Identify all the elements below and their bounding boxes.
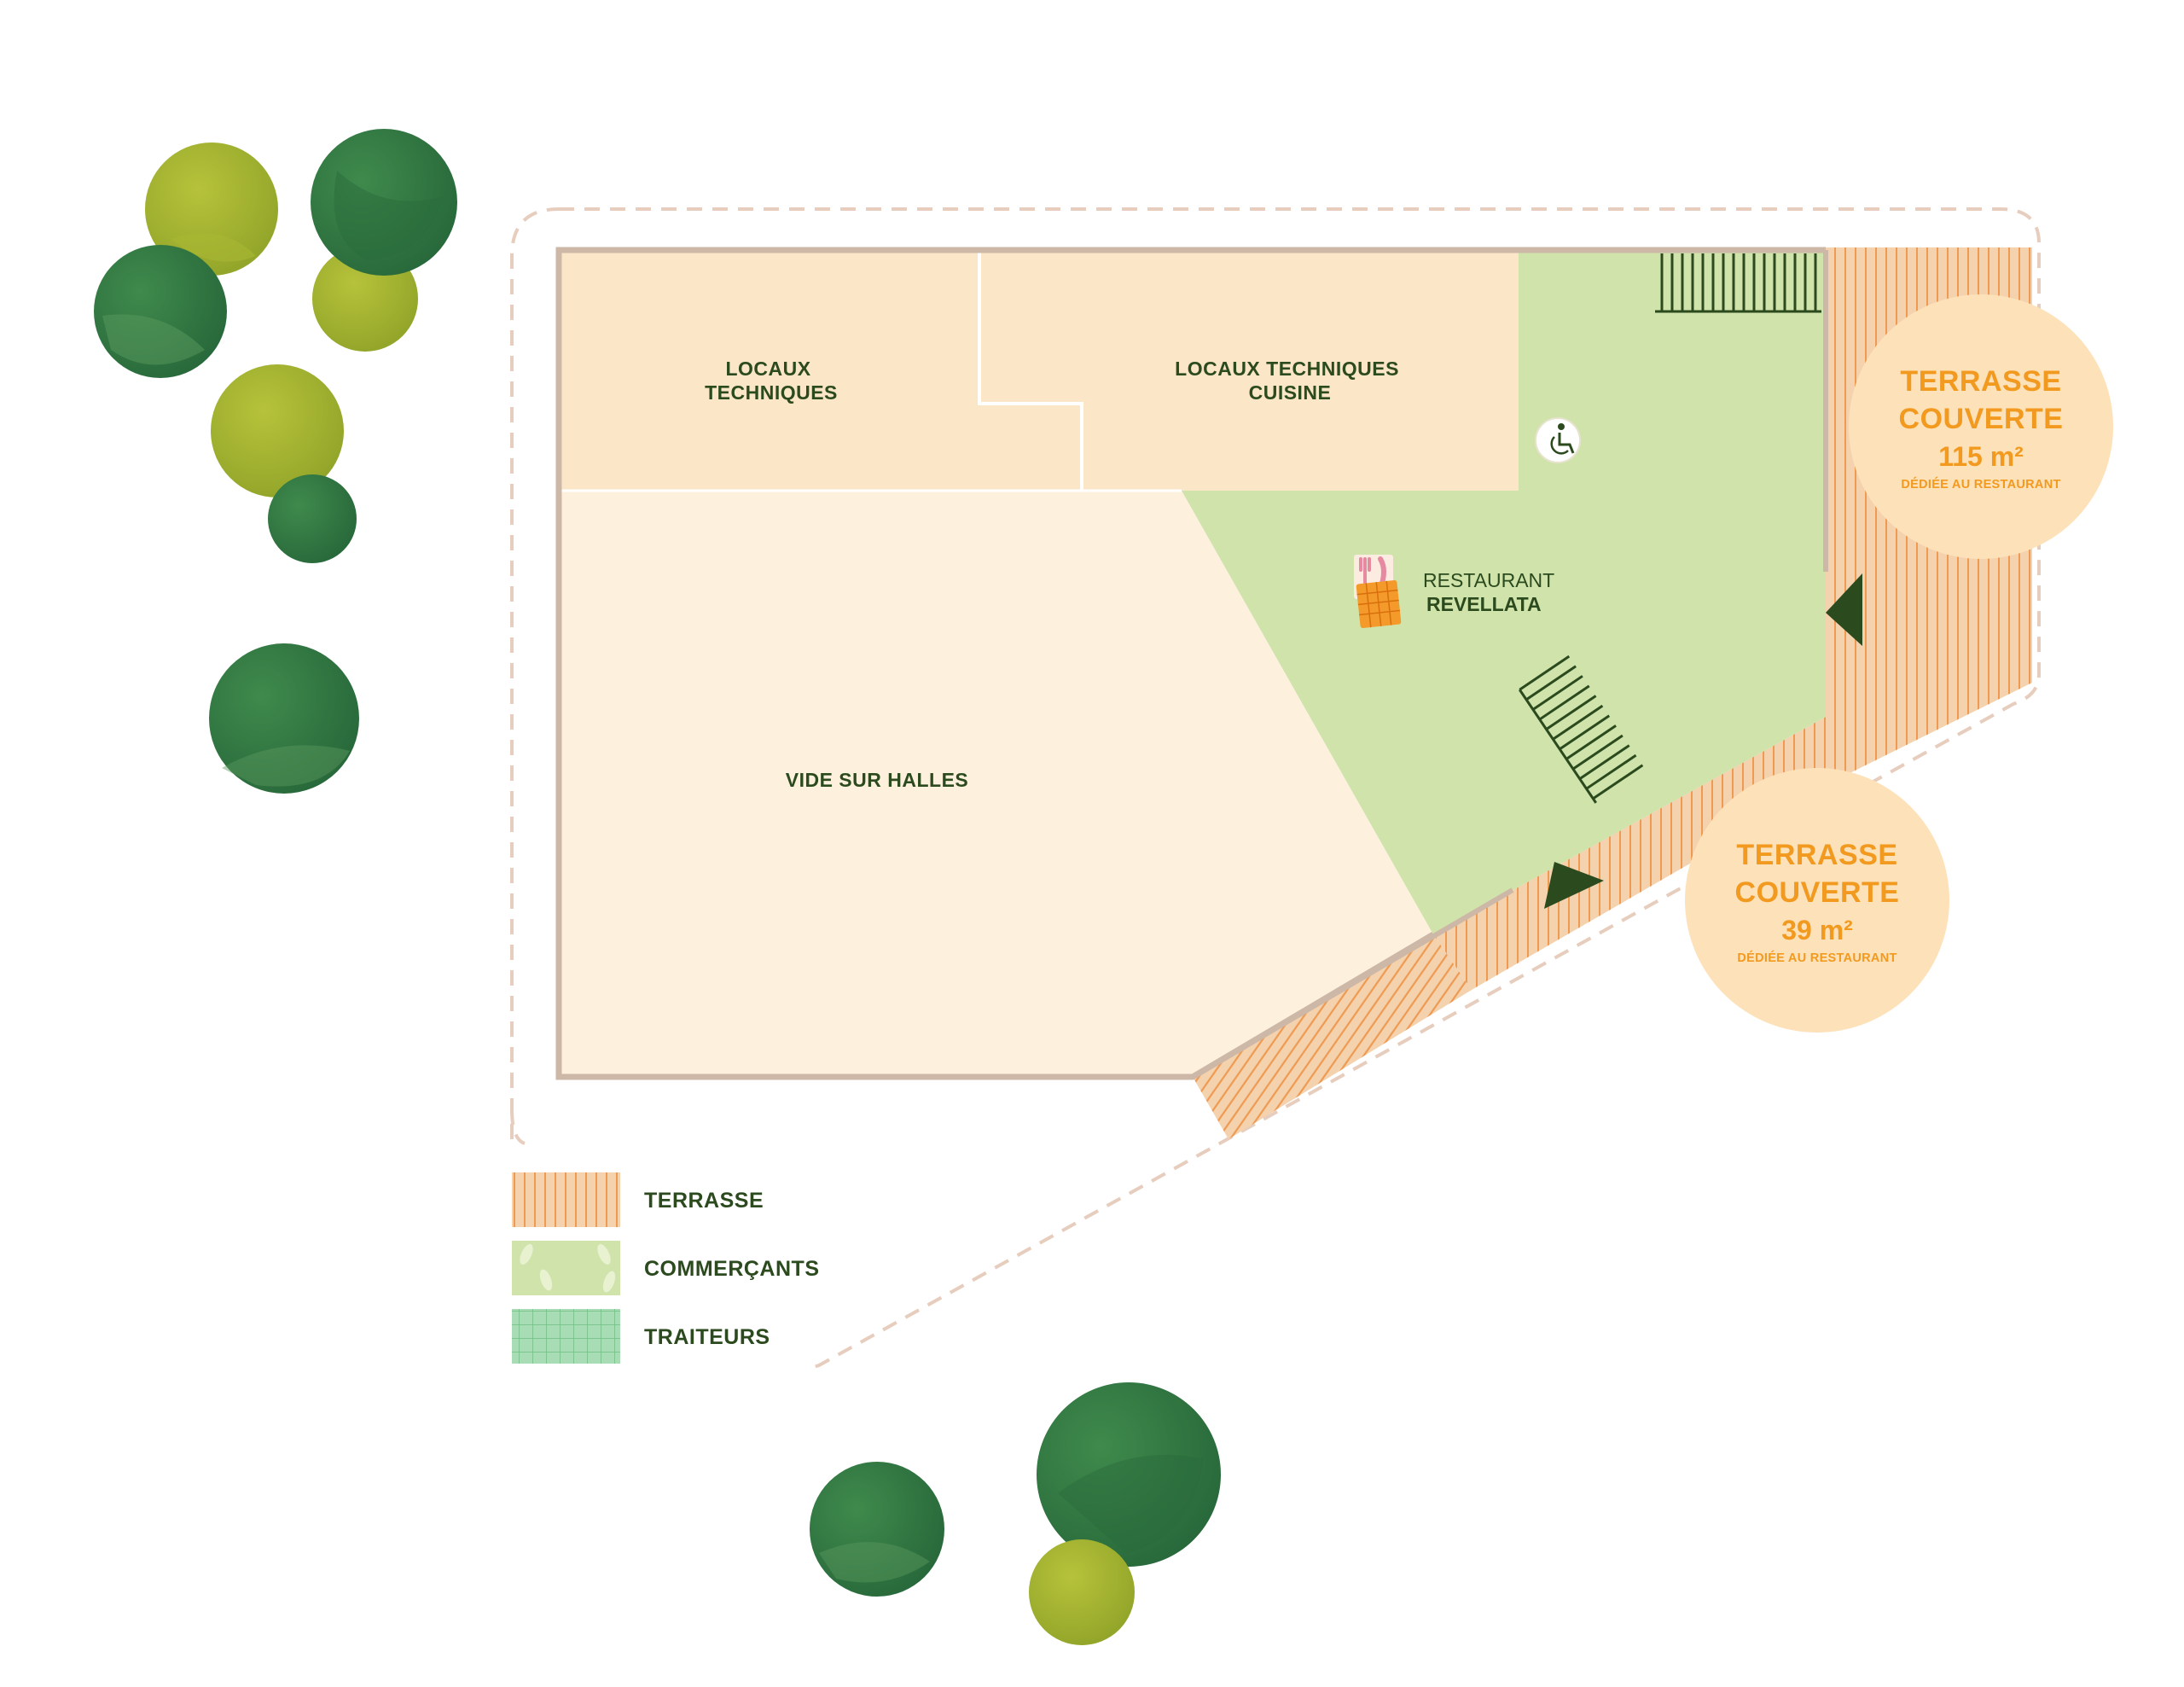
terrace-lower xyxy=(1433,717,1826,990)
svg-text:115 m²: 115 m² xyxy=(1938,441,2024,472)
cutlery-bag-icon xyxy=(1354,555,1402,629)
svg-text:COUVERTE: COUVERTE xyxy=(1735,876,1900,909)
entrance-arrow-right xyxy=(1826,573,1862,646)
site-boundary xyxy=(510,207,2041,1371)
tree-icon xyxy=(268,474,357,563)
label-locaux-techniques: LOCAUX TECHNIQUES xyxy=(705,358,838,404)
legend-swatch-commercants xyxy=(512,1241,620,1295)
legend-swatch-terrasse xyxy=(512,1172,620,1227)
svg-text:39 m²: 39 m² xyxy=(1781,915,1853,945)
label-locaux-cuisine: LOCAUX TECHNIQUES CUISINE xyxy=(1175,358,1405,404)
locaux-techniques-area xyxy=(559,250,1082,491)
terrace-badge-39: TERRASSE COUVERTE 39 m² DÉDIÉE AU RESTAU… xyxy=(1685,768,1949,1033)
legend-label-commercants: COMMERÇANTS xyxy=(644,1257,820,1281)
restaurant-area xyxy=(1182,250,1826,934)
tree-icon xyxy=(1037,1382,1221,1567)
svg-text:DÉDIÉE AU RESTAURANT: DÉDIÉE AU RESTAURANT xyxy=(1901,477,2060,492)
svg-text:TERRASSE: TERRASSE xyxy=(1900,365,2061,398)
locaux-cuisine-area xyxy=(979,250,1519,491)
svg-text:COUVERTE: COUVERTE xyxy=(1899,403,2064,435)
tree-icon xyxy=(145,143,278,276)
tree-icon xyxy=(1029,1539,1135,1645)
legend: TERRASSE COMMERÇANTS TRAITEURS xyxy=(512,1172,820,1364)
legend-label-traiteurs: TRAITEURS xyxy=(644,1325,770,1349)
tree-icon xyxy=(209,643,359,794)
vide-sur-halles-area xyxy=(559,491,1433,1077)
staircase-diagonal xyxy=(1519,654,1644,804)
tree-icon xyxy=(810,1462,944,1597)
label-restaurant-line2: REVELLATA xyxy=(1426,593,1542,615)
tree-icon xyxy=(311,129,457,276)
legend-swatch-traiteurs xyxy=(512,1309,620,1364)
terrace-bottom xyxy=(1193,934,1472,1139)
wheelchair-icon xyxy=(1535,417,1581,463)
svg-text:TERRASSE: TERRASSE xyxy=(1736,839,1897,871)
legend-label-terrasse: TERRASSE xyxy=(644,1189,764,1213)
svg-text:DÉDIÉE AU RESTAURANT: DÉDIÉE AU RESTAURANT xyxy=(1737,951,1896,965)
tree-icon xyxy=(211,364,344,497)
terrace-badge-115: TERRASSE COUVERTE 115 m² DÉDIÉE AU RESTA… xyxy=(1849,294,2113,559)
trees xyxy=(94,129,1221,1645)
label-vide-sur-halles: VIDE SUR HALLES xyxy=(786,769,969,791)
label-restaurant-line1: RESTAURANT xyxy=(1423,569,1554,591)
entrance-arrow-bottom xyxy=(1544,862,1604,909)
tree-icon xyxy=(94,245,227,378)
staircase-top xyxy=(1655,253,1821,313)
